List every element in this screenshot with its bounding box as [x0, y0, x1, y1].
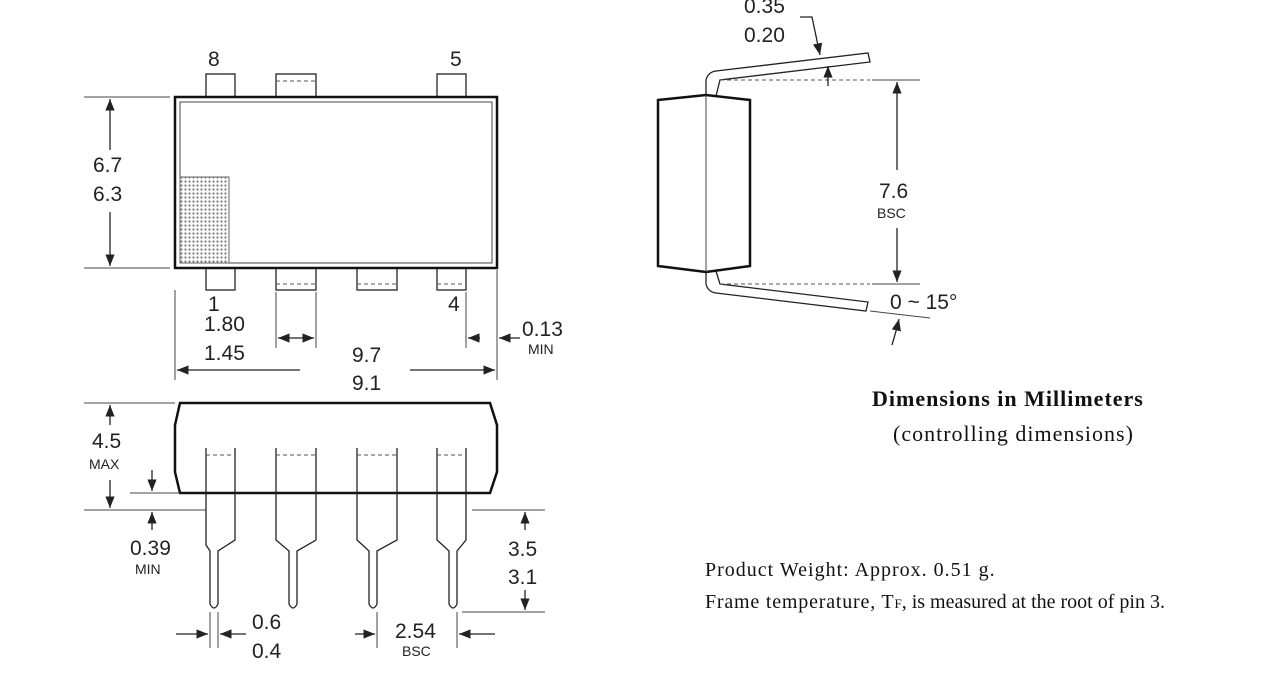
dim-length-min: 9.1 — [352, 372, 381, 395]
pin1-index-mark — [179, 176, 230, 264]
dim-pitch: 2.54 — [395, 620, 436, 643]
dim-row-spacing: 7.6 — [879, 180, 908, 203]
package-body-side — [656, 93, 752, 274]
dim-row-spacing-tag: BSC — [877, 205, 906, 221]
package-body-front — [173, 401, 499, 495]
dim-lead-length-min: 3.1 — [508, 566, 537, 589]
dim-height-tag: MAX — [89, 456, 120, 472]
dim-seat: 0.39 — [130, 537, 171, 560]
dim-lead-width-min: 0.4 — [252, 640, 282, 663]
dim-lead-length-max: 3.5 — [508, 538, 537, 561]
bottom-pin — [356, 267, 398, 291]
pin-label-1: 1 — [208, 293, 220, 316]
dim-thickness-min: 0.20 — [744, 24, 785, 47]
pin-label-8: 8 — [208, 48, 220, 71]
pin-label-4: 4 — [448, 293, 460, 316]
frame-temperature-note: Frame temperature, TF, is measured at th… — [705, 591, 1165, 614]
lead — [205, 448, 467, 609]
bottom-pin — [436, 267, 467, 291]
dim-seat-tag: MIN — [135, 561, 161, 577]
frame-note-prefix: Frame temperature, T — [705, 591, 895, 613]
dim-lead-width-max: 0.6 — [252, 611, 281, 634]
dim-length-max: 9.7 — [352, 344, 381, 367]
top-view: 8 5 1 4 6.7 6.3 1.80 1.45 9.7 9.1 0.13 M… — [84, 48, 563, 395]
notes-title: Dimensions in Millimeters — [872, 386, 1144, 411]
dim-pin-pitch-max: 1.80 — [204, 313, 245, 336]
product-weight-note: Product Weight: Approx. 0.51 g. — [705, 559, 996, 581]
bottom-pin — [205, 267, 236, 291]
top-pin — [436, 73, 467, 98]
pin-label-5: 5 — [450, 48, 462, 71]
front-view: 4.5 MAX 0.39 MIN 3.5 3.1 0.6 0.4 2.54 BS… — [84, 401, 545, 663]
side-view: 0.35 0.20 7.6 BSC 0 ~ 15° — [656, 0, 957, 346]
top-pin — [205, 73, 236, 98]
dim-pin-pitch-min: 1.45 — [204, 342, 245, 365]
frame-note-subscript: F — [894, 596, 902, 611]
bottom-pin — [275, 267, 317, 291]
dim-body-width-max: 6.7 — [93, 154, 122, 177]
top-pin — [275, 73, 317, 98]
dim-body-width-min: 6.3 — [93, 183, 122, 206]
dim-thickness-max: 0.35 — [744, 0, 785, 18]
dim-pitch-tag: BSC — [402, 643, 431, 659]
dim-lead-angle: 0 ~ 15° — [890, 291, 957, 314]
notes-subtitle: (controlling dimensions) — [893, 421, 1134, 446]
dim-standoff-tag: MIN — [528, 341, 554, 357]
dim-height: 4.5 — [92, 430, 121, 453]
dim-standoff: 0.13 — [522, 318, 563, 341]
frame-note-suffix: , is measured at the root of pin 3. — [901, 591, 1165, 613]
